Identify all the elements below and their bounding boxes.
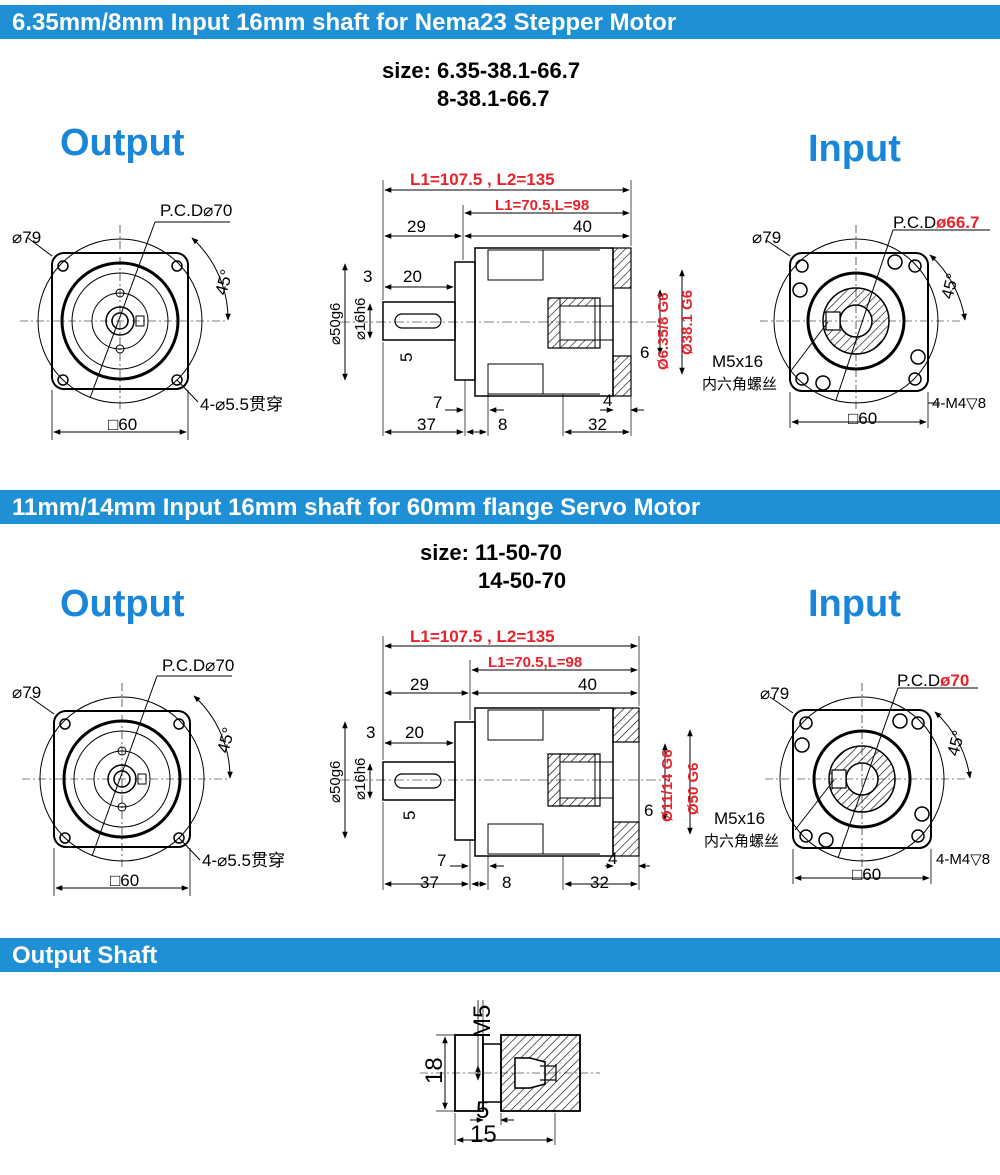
shaft-18: 18	[421, 1057, 448, 1084]
s2-side-bore: Ø11/14 G6	[659, 749, 676, 822]
section1-input-view: ⌀79 P.C.D ø66.7 45° M5x16 内六角螺丝 4-M4▽8 □…	[702, 213, 990, 428]
s1-side-bore: Ø6.35/8 G6	[655, 292, 672, 370]
s1-out-holes: 4-⌀5.5贯穿	[200, 395, 283, 414]
s1-side-shaftd: ⌀50g6	[327, 303, 344, 345]
s2-in-pcd-prefix: P.C.D	[897, 671, 940, 690]
s2-in-screw-cn: 内六角螺丝	[704, 833, 779, 850]
s1-in-screw-cn: 内六角螺丝	[702, 376, 777, 393]
section1-side-view: L1=107.5 , L2=135 L1=70.5,L=98 29 40 3 2…	[327, 170, 696, 436]
s2-in-diam: ⌀79	[760, 684, 789, 703]
s1-in-pcd-value: ø66.7	[936, 213, 979, 232]
s1-side-ltotal: L1=107.5 , L2=135	[410, 170, 555, 189]
s2-out-square: □60	[110, 871, 139, 890]
s2-in-pcd-value: ø70	[940, 671, 969, 690]
section2-side-view: L1=107.5 , L2=135 L1=70.5,L=98 29 40 3 2…	[327, 627, 702, 892]
s1-side-32: 32	[588, 415, 607, 434]
s1-side-3: 3	[363, 267, 372, 286]
s2-out-diam: ⌀79	[12, 683, 41, 702]
s1-side-20: 20	[403, 267, 422, 286]
shaft-m5: M5	[469, 1005, 496, 1038]
s2-side-32: 32	[590, 873, 609, 892]
s1-out-pcd: P.C.D⌀70	[160, 201, 232, 220]
section3-title: Output Shaft	[12, 942, 158, 969]
s2-side-lpartial: L1=70.5,L=98	[488, 654, 582, 671]
s1-in-pcd-prefix: P.C.D	[893, 213, 936, 232]
s2-in-square: □60	[852, 865, 881, 884]
s1-side-key: 5	[397, 353, 416, 362]
s2-out-angle: 45°	[214, 725, 239, 755]
s2-side-ltotal: L1=107.5 , L2=135	[410, 627, 555, 646]
s1-side-40: 40	[573, 217, 592, 236]
section2-banner: 11mm/14mm Input 16mm shaft for 60mm flan…	[0, 490, 1000, 524]
section1-size-line1: size: 6.35-38.1-66.7	[382, 58, 581, 83]
s1-in-diam: ⌀79	[752, 228, 781, 247]
s2-side-40: 40	[578, 675, 597, 694]
s1-side-8: 8	[498, 415, 507, 434]
s2-side-flange: Ø50 G6	[685, 762, 702, 815]
section1-output-label: Output	[60, 122, 185, 164]
section1-output-view: ⌀79 P.C.D⌀70 45° 4-⌀5.5贯穿 □60	[12, 201, 283, 440]
section1-size-line2: 8-38.1-66.7	[437, 86, 550, 111]
s1-out-angle: 45°	[212, 267, 237, 297]
section2-output-view: ⌀79 P.C.D⌀70 45° 4-⌀5.5贯穿 □60	[12, 656, 285, 896]
s1-side-37: 37	[417, 415, 436, 434]
section2-size-line2: 14-50-70	[478, 568, 567, 593]
section2-size-line1: size: 11-50-70	[420, 540, 562, 565]
shaft-5: 5	[476, 1097, 489, 1124]
s1-out-square: □60	[108, 415, 137, 434]
s2-out-holes: 4-⌀5.5贯穿	[202, 851, 285, 870]
s1-side-7: 7	[433, 393, 442, 412]
s2-side-6: 6	[644, 801, 653, 820]
section2-input-view: ⌀79 P.C.D ø70 45° M5x16 内六角螺丝 4-M4▽8 □60	[704, 671, 990, 884]
s2-side-20: 20	[405, 723, 424, 742]
s1-side-29: 29	[407, 217, 426, 236]
s1-in-square: □60	[848, 409, 877, 428]
s2-in-angle: 45°	[944, 728, 969, 758]
s2-in-screw: M5x16	[714, 809, 765, 828]
section3-banner: Output Shaft	[0, 938, 1000, 972]
s2-side-8: 8	[502, 873, 511, 892]
section2-input-label: Input	[808, 583, 901, 625]
s1-in-screw: M5x16	[712, 352, 763, 371]
s1-side-lpartial: L1=70.5,L=98	[495, 197, 589, 214]
section1-banner: 6.35mm/8mm Input 16mm shaft for Nema23 S…	[0, 5, 1000, 39]
s1-side-shaftd2: ⌀16h6	[352, 298, 369, 340]
s1-side-6: 6	[640, 343, 649, 362]
output-shaft-drawing: M5 18 5 15	[420, 1000, 600, 1148]
section2-title: 11mm/14mm Input 16mm shaft for 60mm flan…	[12, 494, 701, 521]
s2-side-key: 5	[400, 811, 419, 820]
s2-side-shaftd: ⌀50g6	[327, 761, 344, 803]
s2-side-3: 3	[366, 723, 375, 742]
s2-side-37: 37	[420, 873, 439, 892]
section2-output-label: Output	[60, 583, 185, 625]
s1-side-flange: Ø38.1 G6	[679, 290, 696, 355]
s2-side-7: 7	[437, 851, 446, 870]
s2-side-shaftd2: ⌀16h6	[352, 758, 369, 800]
section1-input-label: Input	[808, 128, 901, 170]
s2-side-4: 4	[608, 849, 617, 868]
s1-in-tap: 4-M4▽8	[932, 395, 986, 412]
s1-out-diam: ⌀79	[12, 228, 41, 247]
section1-title: 6.35mm/8mm Input 16mm shaft for Nema23 S…	[12, 9, 677, 36]
s2-out-pcd: P.C.D⌀70	[162, 656, 234, 675]
s2-side-29: 29	[410, 675, 429, 694]
shaft-15: 15	[470, 1121, 497, 1148]
s1-side-4: 4	[603, 391, 612, 410]
s2-in-tap: 4-M4▽8	[936, 851, 990, 868]
